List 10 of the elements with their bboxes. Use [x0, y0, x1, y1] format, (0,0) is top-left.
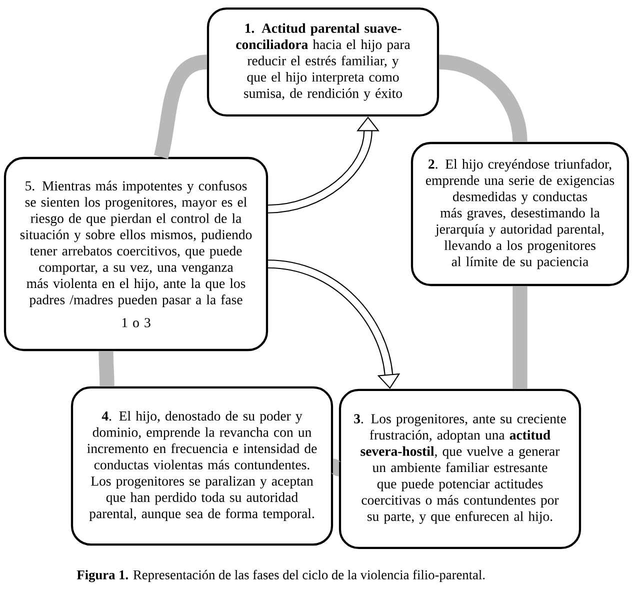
phase-box: 4. El hijo, denostado de su poder y dominio, emprende la revancha con un incremento en frecuencia e intensidad de conductas violentas más contundentes. Los progenitores se paralizan y aceptan que han perdido toda su autoridad parental, aunque sea de forma temporal. — [70, 386, 334, 546]
phase-box: 1. Actitud parental suave-conciliadora hacia el hijo para reducir el estrés familiar, y que el hijo interpreta como sumisa, de rendición y éxito — [206, 7, 440, 117]
phase-box: 5. Mientras más impotentes y confusos se sienten los progenitores, mayor es el riesgo de que pierdan el control de la situación y sobre ellos mismos, pudiendo tener arrebatos coercitivos, que puede comportar, a su vez, una venganza más violenta en el hijo, ante la que los padres /madres pueden pasar a la fase 1 o 3 — [4, 156, 268, 352]
ring-band — [98, 351, 114, 386]
ring-band — [512, 286, 528, 389]
phase-box: 3. Los progenitores, ante su creciente frustración, adoptan una actitud severa-hostil, que vuelve a generar un ambiente familiar estresante que puede potenciar actitudes coercitivas o más contundentes por su parte, y que enfurecen al hijo. — [338, 388, 582, 550]
phase-box: 2. El hijo creyéndose triunfador, emprende una serie de exigencias desmedidas y conductas más graves, desestimando la jerarquía y autoridad parental, llevando a los progenitores al límite de su paciencia — [410, 142, 630, 286]
hollow-arrow — [268, 260, 400, 389]
ring-band — [330, 458, 342, 476]
figure-caption: Figura 1. Representación de las fases del ciclo de la violencia filio-parental. — [76, 570, 485, 582]
